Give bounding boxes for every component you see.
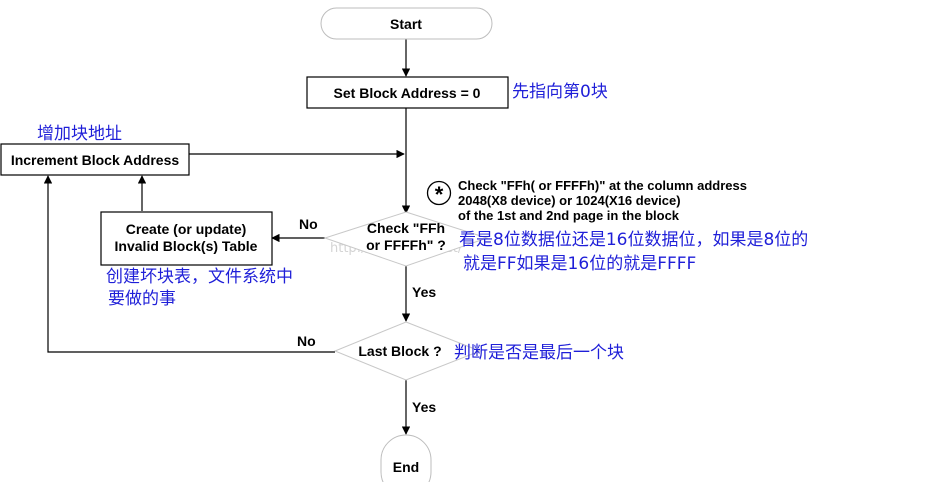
check-label-line1: Check "FFh bbox=[367, 220, 445, 236]
check-decision: Check "FFh or FFFFh" ? bbox=[323, 211, 489, 267]
note-line1: Check "FFh( or FFFFh)" at the column add… bbox=[458, 178, 747, 193]
create-table-label-line2: Invalid Block(s) Table bbox=[115, 238, 258, 254]
end-label: End bbox=[393, 459, 419, 475]
set-address-box: Set Block Address = 0 bbox=[306, 76, 509, 109]
annotation-create-table-line1: 创建坏块表，文件系统中 bbox=[106, 267, 293, 287]
set-address-label: Set Block Address = 0 bbox=[334, 85, 481, 101]
last-block-decision: Last Block ? bbox=[333, 321, 482, 381]
note-line3: of the 1st and 2nd page in the block bbox=[458, 208, 680, 223]
asterisk-icon: * bbox=[435, 182, 444, 207]
yes-label-last: Yes bbox=[412, 399, 436, 415]
connectors bbox=[43, 39, 411, 435]
annotation-set-address: 先指向第0块 bbox=[512, 82, 608, 102]
last-block-label: Last Block ? bbox=[358, 343, 441, 359]
annotation-check-line2: 就是FF如果是16位的就是FFFF bbox=[463, 254, 696, 274]
create-table-box: Create (or update) Invalid Block(s) Tabl… bbox=[100, 211, 273, 266]
start-terminal: Start bbox=[320, 7, 493, 40]
annotation-check-line1: 看是8位数据位还是16位数据位，如果是8位的 bbox=[459, 230, 808, 250]
note-marker: * bbox=[426, 180, 452, 207]
annotation-last-block: 判断是否是最后一个块 bbox=[454, 343, 624, 363]
arrow-last-no-to-increment bbox=[43, 175, 335, 353]
increment-box: Increment Block Address bbox=[0, 143, 190, 176]
annotation-increment: 增加块地址 bbox=[37, 124, 122, 144]
check-label-line2: or FFFFh" ? bbox=[366, 237, 446, 253]
start-label: Start bbox=[390, 16, 422, 32]
end-terminal: End bbox=[380, 434, 432, 482]
note-line2: 2048(X8 device) or 1024(X16 device) bbox=[458, 193, 681, 208]
yes-label-check: Yes bbox=[412, 284, 436, 300]
annotation-create-table-line2: 要做的事 bbox=[108, 289, 176, 309]
increment-label: Increment Block Address bbox=[11, 152, 180, 168]
no-label-last: No bbox=[297, 333, 316, 349]
no-label-check: No bbox=[299, 216, 318, 232]
create-table-label-line1: Create (or update) bbox=[126, 221, 247, 237]
